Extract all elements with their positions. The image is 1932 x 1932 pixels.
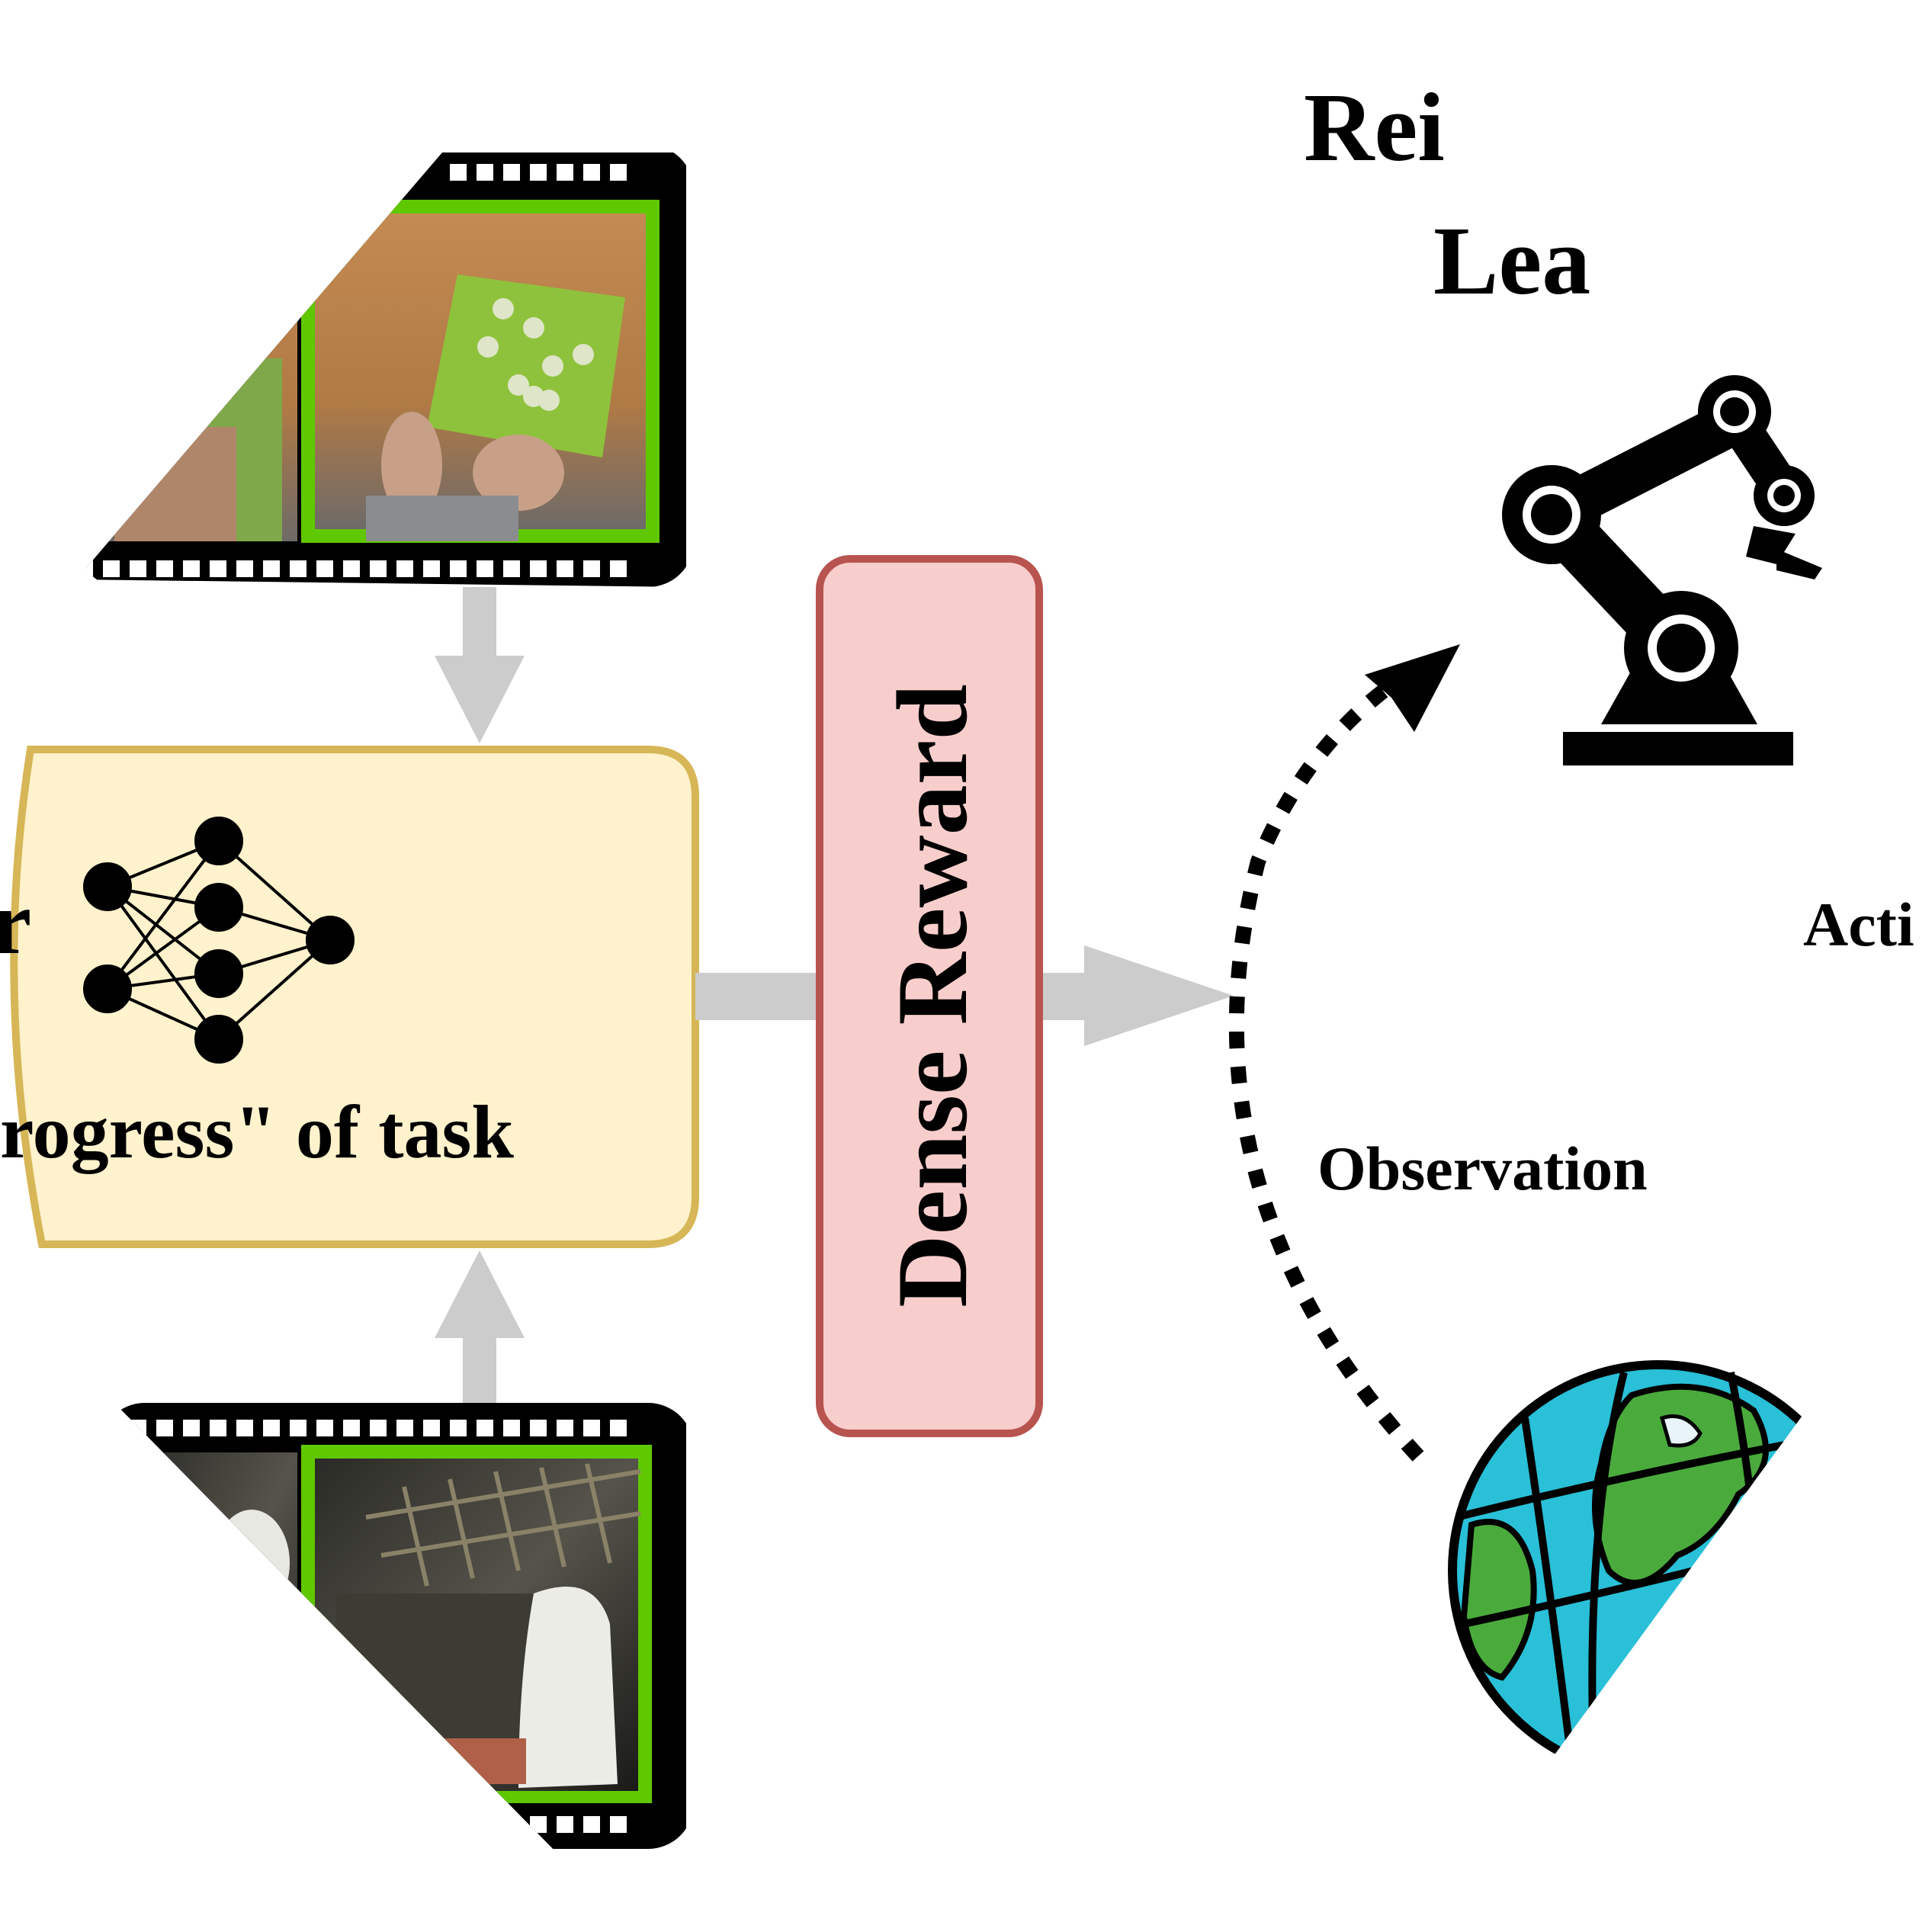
title-line-2: Lea (1433, 207, 1590, 315)
globe-icon (1448, 1360, 1845, 1754)
robot-arm-icon (1502, 375, 1822, 765)
action-label: Acti (1803, 890, 1914, 959)
dense-reward-label: Dense Reward (876, 684, 988, 1308)
model-box-label: rogress" of task (0, 1090, 514, 1174)
bottom-video-film-strip (114, 1403, 686, 1849)
top-video-film-strip (76, 152, 686, 587)
observation-action-loop-arrow (1228, 644, 1460, 1462)
progress-model-box (10, 746, 699, 1248)
dense-reward-box (816, 555, 1043, 1437)
arrow-film-to-model-top (435, 587, 525, 743)
arrow-film-to-model-bottom (435, 1250, 525, 1407)
truncated-glyph: r (0, 871, 31, 973)
neural-network-icon (83, 817, 355, 1064)
observation-label: Observation (1317, 1134, 1648, 1203)
title-line-1: Rei (1304, 73, 1445, 181)
